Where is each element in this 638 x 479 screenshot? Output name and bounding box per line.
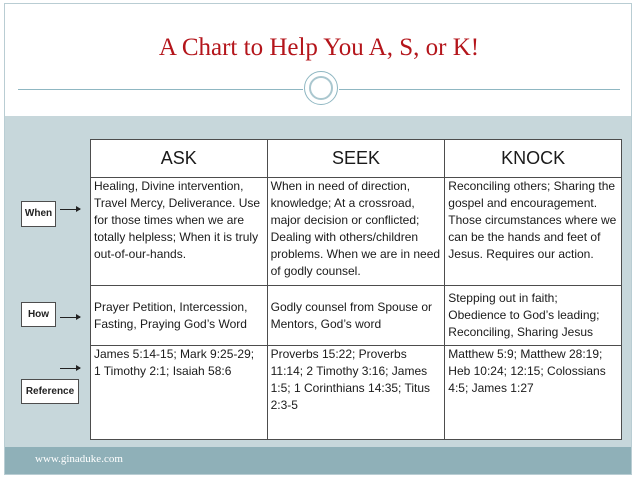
table-row-when: Healing, Divine intervention, Travel Mer… xyxy=(90,177,622,286)
how-arrow-icon xyxy=(60,314,81,320)
row-label-reference: Reference xyxy=(21,379,79,404)
column-header-seek: SEEK xyxy=(266,139,446,178)
cell-when-knock: Reconciling others; Sharing the gospel a… xyxy=(444,177,622,286)
table-row-how: Prayer Petition, Intercession, Fasting, … xyxy=(90,285,622,346)
slide-title: A Chart to Help You A, S, or K! xyxy=(158,34,480,61)
row-label-when: When xyxy=(21,201,56,227)
cell-when-ask: Healing, Divine intervention, Travel Mer… xyxy=(90,177,268,286)
when-arrow-icon xyxy=(60,206,81,212)
title-divider-right xyxy=(339,89,620,90)
footer-url: www.ginaduke.com xyxy=(35,453,123,465)
cell-when-seek: When in need of direction, knowledge; At… xyxy=(266,177,446,286)
column-header-knock: KNOCK xyxy=(444,139,622,178)
reference-arrow-icon xyxy=(60,365,81,371)
cell-reference-knock: Matthew 5:9; Matthew 28:19; Heb 10:24; 1… xyxy=(444,345,622,440)
cell-how-knock: Stepping out in faith; Obedience to God’… xyxy=(444,285,622,346)
ask-seek-knock-table: ASK SEEK KNOCK Healing, Divine intervent… xyxy=(90,139,622,440)
cell-how-ask: Prayer Petition, Intercession, Fasting, … xyxy=(90,285,268,346)
table-row-reference: James 5:14-15; Mark 9:25-29; 1 Timothy 2… xyxy=(90,345,622,440)
title-divider-left xyxy=(18,89,303,90)
cell-how-seek: Godly counsel from Spouse or Mentors, Go… xyxy=(266,285,446,346)
header-row: ASK SEEK KNOCK xyxy=(90,139,622,178)
column-header-ask: ASK xyxy=(90,139,268,178)
cell-reference-seek: Proverbs 15:22; Proverbs 11:14; 2 Timoth… xyxy=(266,345,446,440)
cell-reference-ask: James 5:14-15; Mark 9:25-29; 1 Timothy 2… xyxy=(90,345,268,440)
divider-circle-ornament xyxy=(304,71,338,105)
row-label-how: How xyxy=(21,302,56,327)
footer-bar: www.ginaduke.com xyxy=(5,447,631,474)
